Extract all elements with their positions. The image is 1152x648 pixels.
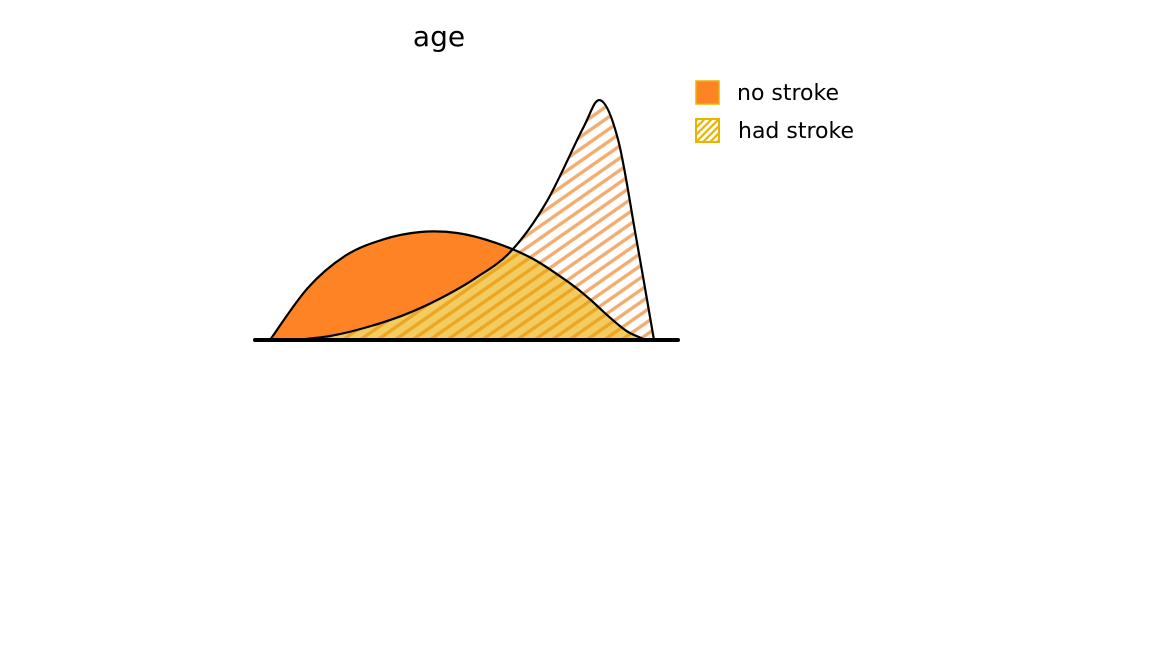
series-had-stroke-outline (295, 99, 656, 342)
plot-area (253, 99, 680, 342)
legend-item-no-stroke: no stroke (695, 80, 839, 106)
series-no-stroke-outline (269, 230, 647, 342)
legend-swatch-no-stroke (695, 80, 720, 105)
legend-label-had-stroke: had stroke (738, 119, 854, 144)
legend: no stroke had stroke (695, 80, 854, 144)
legend-item-had-stroke: had stroke (695, 118, 854, 144)
chart-title: age (413, 20, 465, 53)
legend-label-no-stroke: no stroke (737, 81, 839, 106)
legend-swatch-had-stroke (695, 118, 720, 143)
